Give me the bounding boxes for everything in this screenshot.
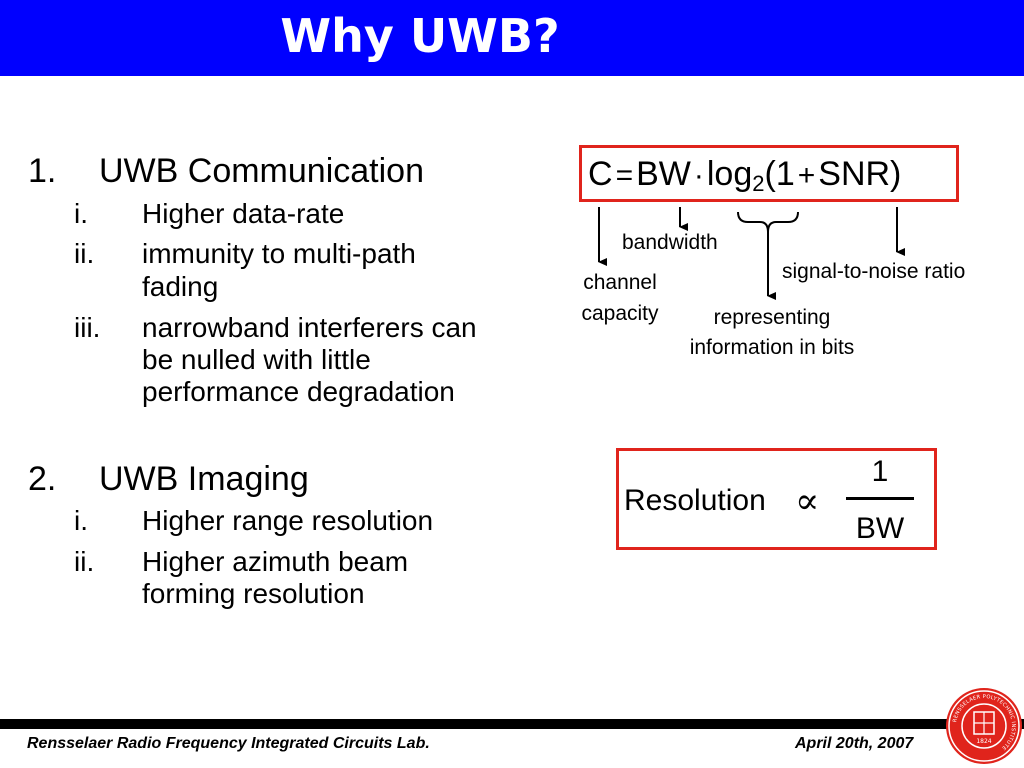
- fraction-bar: [846, 497, 914, 500]
- brace-log-term: [737, 211, 799, 233]
- formula-log: log: [706, 155, 753, 193]
- resolution-label: Resolution: [624, 484, 766, 517]
- label-channel-capacity-line-2: capacity: [581, 302, 659, 325]
- title-bar: [0, 0, 1024, 76]
- formula-open: (1: [764, 155, 795, 193]
- formula-bw: BW: [636, 155, 691, 193]
- formula-c: C: [588, 155, 613, 193]
- label-bandwidth: bandwidth: [622, 231, 718, 254]
- formula-log-base: 2: [752, 171, 765, 196]
- section-1-item-1-line-1: Higher data-rate: [142, 198, 345, 229]
- resolution-formula-box: [616, 448, 937, 550]
- resolution-numerator: 1: [871, 455, 889, 488]
- section-2-heading: UWB Imaging: [99, 460, 309, 498]
- section-1-item-2-line-2: fading: [142, 271, 219, 302]
- section-2-item-1-line-1: Higher range resolution: [142, 505, 434, 536]
- label-representing-line-2: information in bits: [689, 336, 855, 359]
- section-1-item-3-line-1: narrowband interferers can: [142, 312, 477, 343]
- slide-title: Why UWB?: [280, 9, 560, 63]
- label-channel-capacity-line-1: channel: [583, 271, 657, 294]
- formula-plus: +: [797, 159, 816, 192]
- formula-dot: ·: [693, 159, 704, 192]
- footer-lab-name: Rensselaer Radio Frequency Integrated Ci…: [27, 735, 430, 752]
- capacity-formula: C=BW·log2(1+SNR): [588, 154, 901, 196]
- section-2-item-2-line-2: forming resolution: [142, 578, 365, 609]
- proportional-symbol: ∝: [795, 481, 820, 522]
- footer-date: April 20th, 2007: [795, 735, 914, 752]
- section-1-item-2-marker: ii.: [74, 238, 95, 269]
- section-1-number: 1.: [28, 152, 57, 190]
- section-2-item-1-marker: i.: [74, 505, 88, 536]
- footer-divider: [0, 719, 1024, 729]
- formula-snr: SNR): [818, 155, 902, 193]
- section-1-item-1-marker: i.: [74, 198, 88, 229]
- label-representing-line-1: representing: [713, 306, 831, 329]
- rpi-seal-logo: RENSSELAER POLYTECHNIC INSTITUTE 1824: [946, 688, 1022, 764]
- section-1-item-3-line-3: performance degradation: [142, 376, 455, 407]
- resolution-denominator: BW: [855, 512, 905, 545]
- section-2-number: 2.: [28, 460, 57, 498]
- section-1-item-3-marker: iii.: [74, 312, 101, 343]
- section-2-item-2-line-1: Higher azimuth beam: [142, 546, 409, 577]
- capacity-formula-box: [579, 145, 959, 202]
- section-1-heading: UWB Communication: [99, 152, 424, 190]
- label-snr: signal-to-noise ratio: [782, 260, 966, 283]
- section-1-item-3-line-2: be nulled with little: [142, 344, 371, 375]
- formula-equals: =: [615, 159, 634, 192]
- svg-text:1824: 1824: [976, 738, 991, 745]
- section-1-item-2-line-1: immunity to multi-path: [142, 238, 416, 269]
- section-2-item-2-marker: ii.: [74, 546, 95, 577]
